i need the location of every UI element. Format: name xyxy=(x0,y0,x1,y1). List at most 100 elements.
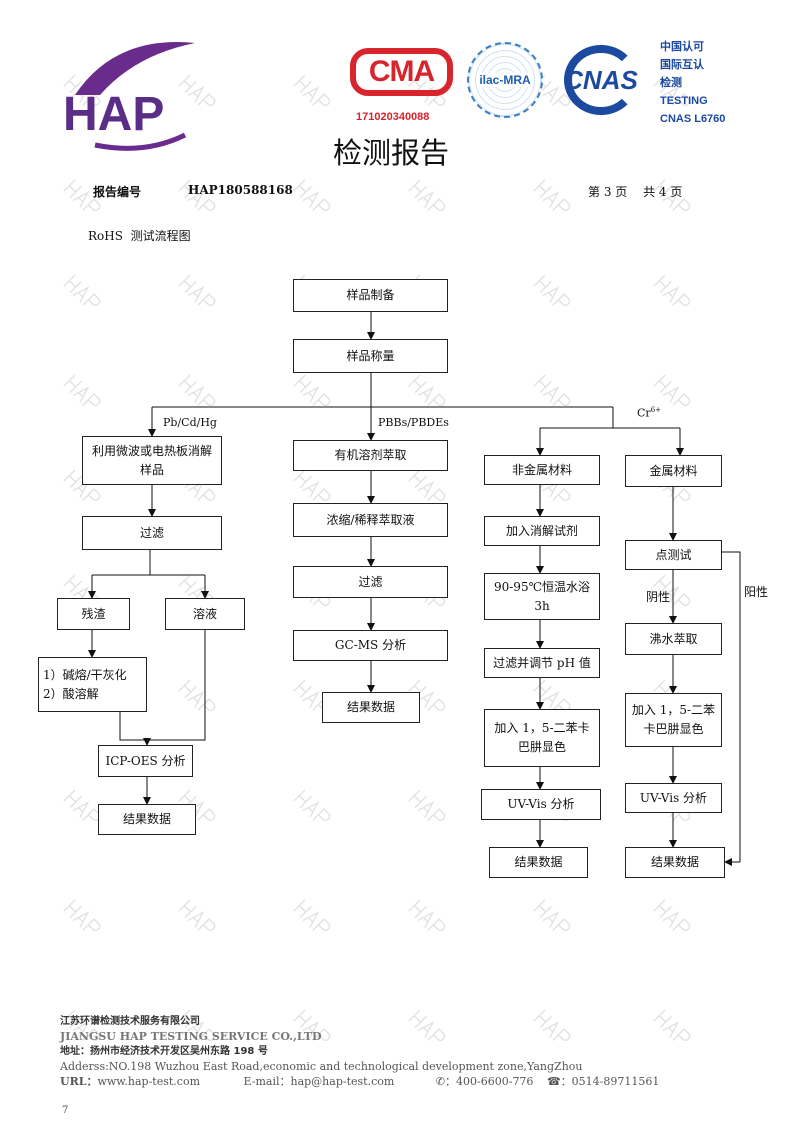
page-info: 第 3 页 共 4 页 xyxy=(588,185,683,199)
watermark-mark xyxy=(408,469,446,502)
report-number-label: 报告编号 xyxy=(93,185,142,199)
color-line-2: 卡巴肼显色 xyxy=(643,722,704,736)
step-icp-oes: ICP-OES 分析 xyxy=(98,745,193,777)
step-color-nonmetal: 加入 1，5-二苯卡巴肼显色 xyxy=(484,709,600,767)
watermark-mark xyxy=(653,679,691,712)
report-number: HAP180588168 xyxy=(188,183,293,197)
watermark-mark xyxy=(408,179,446,212)
step-filter: 过滤 xyxy=(82,516,222,550)
step-filter-2: 过滤 xyxy=(293,566,448,598)
watermark-mark xyxy=(408,679,446,712)
color-line-1: 加入 1，5-二苯 xyxy=(631,703,716,717)
cnas-logo: CNAS xyxy=(556,45,646,115)
watermark-mark xyxy=(293,789,331,822)
watermark-mark xyxy=(653,274,691,307)
step-gc-ms: GC-MS 分析 xyxy=(293,630,448,661)
step-metal: 金属材料 xyxy=(625,455,722,487)
watermark-mark xyxy=(178,789,216,822)
step-uv-vis-metal: UV-Vis 分析 xyxy=(625,783,722,813)
watermark-mark xyxy=(653,374,691,407)
watermark-mark xyxy=(293,899,331,932)
page-number: 7 xyxy=(62,1105,69,1116)
email-label: E-mail： xyxy=(243,1075,291,1088)
watermark-mark xyxy=(533,179,571,212)
watermark-mark xyxy=(178,679,216,712)
step-spot-test: 点测试 xyxy=(625,540,722,570)
ilac-mra-logo: ilac-MRA xyxy=(467,42,543,118)
watermark-mark xyxy=(178,179,216,212)
fusion-line-2: 2）酸溶解 xyxy=(43,686,99,701)
company-name-cn: 江苏环谱检测技术服务有限公司 xyxy=(60,1016,200,1027)
watermark-mark xyxy=(178,1009,216,1042)
fax-icon: ☎ xyxy=(546,1075,561,1088)
watermark-mark xyxy=(63,1009,101,1042)
step-fusion: 1）碱熔/干灰化 2）酸溶解 xyxy=(38,657,147,712)
watermark-mark xyxy=(293,374,331,407)
watermark-mark xyxy=(408,374,446,407)
step-nonmetal: 非金属材料 xyxy=(484,455,600,485)
cr-superscript: 6+ xyxy=(650,406,662,414)
company-name-en: JIANGSU HAP TESTING SERVICE CO.,LTD xyxy=(60,1030,322,1043)
watermark-mark xyxy=(533,374,571,407)
step-digestion: 利用微波或电热板消解样品 xyxy=(82,436,222,485)
watermark-mark xyxy=(653,74,691,107)
step-solvent-extraction: 有机溶剂萃取 xyxy=(293,440,448,471)
watermark-mark xyxy=(653,899,691,932)
email-link[interactable]: hap@hap-test.com xyxy=(290,1075,395,1088)
watermark-mark xyxy=(408,74,446,107)
hap-logo: HAP xyxy=(63,42,195,151)
address-en: Adderss:NO.198 Wuzhou East Road,economic… xyxy=(60,1060,583,1073)
step-adjust-ph: 过滤并调节 pH 值 xyxy=(484,648,600,678)
contact-row: URL：www.hap-test.com E-mail：hap@hap-test… xyxy=(60,1074,659,1089)
fusion-line-1: 1）碱熔/干灰化 xyxy=(43,667,127,682)
watermark-mark xyxy=(293,74,331,107)
branch-label-metals: Pb/Cd/Hg xyxy=(163,416,217,429)
label-positive: 阳性 xyxy=(744,585,769,599)
watermark-mark xyxy=(293,469,331,502)
cma-number: 171020340088 xyxy=(356,111,430,123)
color-line-1: 加入 1，5-二苯卡 xyxy=(494,721,590,735)
watermark-mark xyxy=(178,74,216,107)
step-result-icp: 结果数据 xyxy=(98,804,196,835)
step-sample-weighing: 样品称量 xyxy=(293,339,448,373)
watermark-mark xyxy=(533,274,571,307)
step-residue: 残渣 xyxy=(57,598,130,630)
step-result-nonmetal: 结果数据 xyxy=(489,847,588,878)
watermark-mark xyxy=(408,789,446,822)
watermark-mark xyxy=(63,899,101,932)
label-negative: 阴性 xyxy=(646,590,671,604)
watermark-mark xyxy=(63,374,101,407)
step-result-gcms: 结果数据 xyxy=(322,692,420,723)
branch-label-pbb: PBBs/PBDEs xyxy=(378,416,449,429)
watermark-mark xyxy=(63,179,101,212)
step-solution: 溶液 xyxy=(165,598,245,630)
watermark-mark xyxy=(653,1009,691,1042)
url-link[interactable]: www.hap-test.com xyxy=(97,1075,201,1088)
step-uv-vis-nonmetal: UV-Vis 分析 xyxy=(481,789,601,820)
cma-logo: CMA xyxy=(350,48,453,96)
section-title: RoHS 测试流程图 xyxy=(88,229,191,243)
step-add-reagent: 加入消解试剂 xyxy=(484,516,600,546)
watermark-mark xyxy=(293,679,331,712)
step-color-metal: 加入 1，5-二苯卡巴肼显色 xyxy=(625,693,722,747)
step-boiling-extraction: 沸水萃取 xyxy=(625,623,722,655)
phone-icon: ✆ xyxy=(435,1075,446,1088)
url-label: URL： xyxy=(60,1075,98,1088)
watermark-mark xyxy=(533,679,571,712)
footer: 江苏环谱检测技术服务有限公司 JIANGSU HAP TESTING SERVI… xyxy=(60,1014,659,1089)
watermark-mark xyxy=(653,179,691,212)
watermark-mark xyxy=(63,574,101,607)
watermark-mark xyxy=(293,1009,331,1042)
step-result-metal: 结果数据 xyxy=(625,847,725,878)
watermark-mark xyxy=(408,1009,446,1042)
page-title: 检测报告 xyxy=(333,136,450,170)
fax-number: ：0514-89711561 xyxy=(560,1075,660,1088)
watermark-mark xyxy=(533,1009,571,1042)
watermark-mark xyxy=(178,374,216,407)
watermark-mark xyxy=(178,274,216,307)
watermark-mark xyxy=(533,899,571,932)
